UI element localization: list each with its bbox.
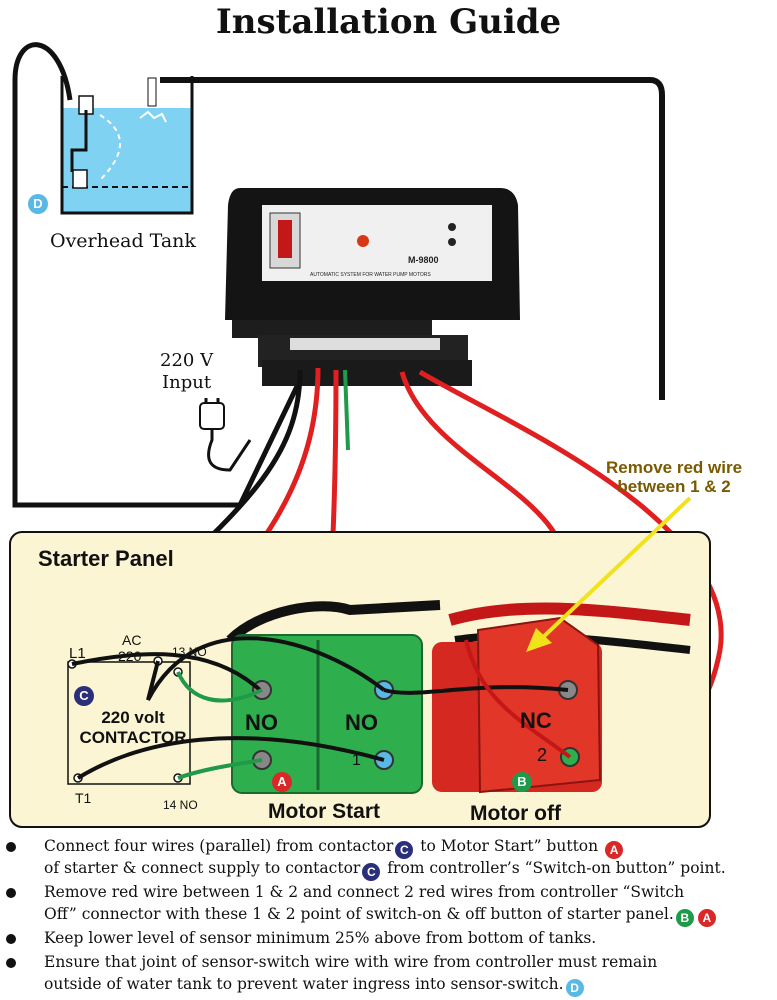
tank-label: Overhead Tank [50, 230, 196, 252]
badge-b-inline: B [675, 909, 694, 927]
sensor-wire [12, 42, 303, 508]
badge-b: B [512, 772, 532, 792]
instruction-text: Connect four wires (parallel) from conta… [44, 837, 394, 855]
motor-off-label: Motor off [470, 802, 561, 825]
pin1-label: 1 [352, 752, 361, 769]
no13-label: 13 NO [172, 645, 207, 659]
led-icon [448, 238, 456, 246]
badge-a-inline: A [697, 909, 716, 927]
lower-sensor [72, 169, 88, 189]
motor-off-switch [432, 616, 602, 794]
badge-c: C [74, 686, 94, 706]
no-left-label: NO [245, 710, 278, 735]
note-line1: Remove red wire [606, 458, 743, 477]
v220-label: 220 [118, 648, 142, 664]
input-label-line1: 220 V [160, 350, 214, 371]
instruction-item: Keep lower level of sensor minimum 25% a… [0, 928, 777, 950]
bullet-icon [6, 958, 16, 968]
arrow-icon [538, 496, 692, 642]
controller-box [225, 188, 520, 386]
instruction-text: Off” connector with these 1 & 2 point of… [44, 905, 674, 923]
pin2-label: 2 [537, 745, 548, 765]
instruction-item: Remove red wire between 1 & 2 and connec… [0, 882, 777, 927]
instruction-text: Ensure that joint of sensor-switch wire … [44, 953, 658, 971]
instruction-item: Connect four wires (parallel) from conta… [0, 836, 777, 881]
plug-icon [199, 398, 252, 472]
starter-panel-label: Starter Panel [38, 546, 174, 571]
contactor-name: 220 volt CONTACTOR [78, 708, 188, 748]
instruction-text: Remove red wire between 1 & 2 and connec… [44, 883, 685, 901]
contactor-line2: CONTACTOR [79, 728, 187, 747]
contactor-line1: 220 volt [101, 708, 165, 727]
bullet-icon [6, 888, 16, 898]
instruction-text: outside of water tank to prevent water i… [44, 975, 564, 993]
led-icon [448, 223, 456, 231]
instruction-item: Ensure that joint of sensor-switch wire … [0, 952, 777, 997]
power-switch-icon [278, 220, 292, 258]
l1-label: L1 [69, 645, 86, 662]
switchon-wire-green [343, 369, 350, 451]
overhead-tank [60, 76, 194, 215]
instruction-text: Keep lower level of sensor minimum 25% a… [44, 929, 597, 947]
instruction-text: from controller’s “Switch-on button” poi… [382, 859, 726, 877]
contactor-box [67, 661, 191, 785]
note-line2: between 1 & 2 [617, 477, 731, 496]
input-label-line2: Input [162, 372, 212, 393]
motor-start-label: Motor Start [268, 800, 380, 823]
instruction-text: of starter & connect supply to contactor [44, 859, 361, 877]
badge-c-inline: C [362, 863, 381, 881]
nc-label: NC [520, 708, 552, 733]
badge-d: D [28, 194, 48, 214]
t1-label: T1 [75, 790, 92, 806]
badge-d-inline: D [565, 979, 584, 997]
motor-button-icon [357, 235, 369, 247]
return-wire [160, 77, 665, 400]
badge-a-inline: A [605, 841, 624, 859]
controller-model: M-9800 [408, 255, 439, 265]
badge-c-inline: C [395, 841, 414, 859]
bullet-icon [6, 934, 16, 944]
remove-wire-note: Remove red wire between 1 & 2 [606, 458, 742, 496]
instruction-text: to Motor Start” button [415, 837, 599, 855]
input-label: 220 V Input [160, 350, 213, 394]
page-title: Installation Guide [215, 2, 562, 42]
no14-label: 14 NO [163, 798, 198, 812]
bullet-icon [6, 842, 16, 852]
ac-label: AC [122, 632, 142, 648]
controller-subtitle: AUTOMATIC SYSTEM FOR WATER PUMP MOTORS [310, 272, 431, 278]
badge-a: A [272, 772, 292, 792]
no-right-label: NO [345, 710, 378, 735]
